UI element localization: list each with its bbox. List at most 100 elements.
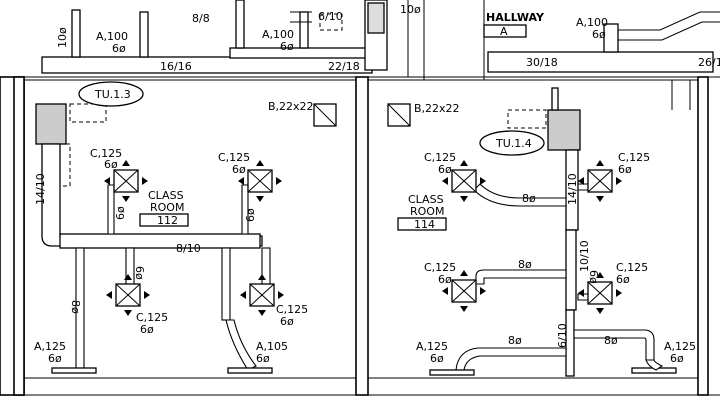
branch-mid	[235, 0, 245, 49]
return-grille-b-right	[387, 103, 411, 127]
label-r2-c4-sub: 6ø	[616, 273, 630, 286]
room-112-ductwork	[35, 103, 273, 374]
label-room1-name-l2: ROOM	[150, 201, 184, 214]
label-r1-c3: C,125	[136, 311, 168, 324]
label-top-a100-mid: A,100	[262, 28, 294, 41]
diffuser-r1-c3	[106, 274, 150, 316]
label-r1-14-10: 14/10	[34, 173, 47, 205]
branch-a100-left	[139, 11, 149, 58]
label-26-1: 26/1	[698, 56, 720, 69]
label-room1-number: 112	[157, 214, 178, 227]
label-8-10: 8/10	[176, 242, 201, 255]
label-r1-6o-a: 6ø	[114, 206, 127, 220]
label-r2-8o-a: 8ø	[522, 192, 536, 205]
label-16-16: 16/16	[160, 60, 192, 73]
label-r1-a105-sub: 6ø	[256, 352, 270, 365]
label-r2-a125-left-sub: 6ø	[430, 352, 444, 365]
label-b-left: B,22x22	[268, 100, 314, 113]
riser-r2-6-10	[565, 309, 575, 377]
label-r1-c3-sub: 6ø	[140, 323, 154, 336]
label-r1-c2-sub: 6ø	[232, 163, 246, 176]
label-r2-8o-d: 8ø	[604, 334, 618, 347]
label-r2-8o-b: 8ø	[518, 258, 532, 271]
label-r1-8o: 8ø	[69, 300, 82, 314]
left-wall-inner	[13, 76, 25, 396]
label-r2-c4: C,125	[616, 261, 648, 274]
label-r2-c3-sub: 6ø	[438, 273, 452, 286]
walls	[0, 0, 720, 396]
hallway-tag-box	[483, 24, 527, 38]
trunk-22-18-top	[229, 47, 371, 59]
label-r2-c3: C,125	[424, 261, 456, 274]
diffuser-r2-c2	[578, 160, 622, 202]
label-r2-a125-left: A,125	[416, 340, 448, 353]
label-r2-8o-c: 8ø	[508, 334, 522, 347]
corridor-ductwork	[41, 0, 720, 74]
label-r2-14-10: 14/10	[566, 173, 579, 205]
main-duct-8-10	[59, 233, 261, 249]
label-r2-a125-right-sub: 6ø	[670, 352, 684, 365]
label-r1-6o-b: 6ø	[133, 266, 146, 280]
label-r2-6-10: 6/10	[556, 323, 569, 348]
right-wall	[697, 76, 709, 396]
label-8-8: 8/8	[192, 12, 210, 25]
tag-tu-1-4	[479, 130, 545, 156]
tag-tu-1-3	[78, 81, 144, 107]
diffuser-r2-c4	[578, 272, 622, 314]
trunk-30-18	[487, 51, 714, 73]
diffuser-r1-c2	[238, 160, 282, 202]
label-r1-c2: C,125	[218, 151, 250, 164]
diffuser-r2-c3	[442, 270, 486, 312]
diffusers-room-112	[104, 103, 337, 316]
label-22-18: 22/18	[328, 60, 360, 73]
diffuser-r2-c1	[442, 160, 486, 202]
label-top-a100-left-sub: 6ø	[112, 42, 126, 55]
label-top-a100-mid-sub: 6ø	[280, 40, 294, 53]
label-r1-c1: C,125	[90, 147, 122, 160]
diffusers-room-114	[387, 103, 622, 314]
label-r2-a125-right: A,125	[664, 340, 696, 353]
label-top-a100-left: A,100	[96, 30, 128, 43]
label-r1-c4: C,125	[276, 303, 308, 316]
label-b-right: B,22x22	[414, 102, 460, 115]
label-top-10o-left: 10ø	[56, 27, 69, 48]
label-6-10: 6/10	[318, 10, 343, 23]
terminal-unit-tu-1-4	[547, 109, 581, 151]
diffuser-r1-c1	[104, 160, 148, 202]
label-r1-c1-sub: 6ø	[104, 158, 118, 171]
label-r1-c4-sub: 6ø	[280, 315, 294, 328]
label-room2-number: 114	[414, 218, 435, 231]
room-114-ductwork	[429, 87, 677, 377]
branch-a100-right	[603, 23, 619, 53]
label-r2-c2: C,125	[618, 151, 650, 164]
label-room1-name-l1: CLASS	[148, 189, 184, 202]
party-wall	[355, 76, 369, 396]
label-r2-c1-sub: 6ø	[438, 163, 452, 176]
terminal-unit-tu-1-3	[35, 103, 67, 145]
label-30-18: 30/18	[526, 56, 558, 69]
label-top-a100-right-sub: 6ø	[592, 28, 606, 41]
diffuser-r1-c4	[240, 274, 284, 316]
label-hallway: HALLWAY	[486, 11, 545, 24]
label-top-10o-right: 10ø	[400, 3, 421, 16]
label-r2-c1: C,125	[424, 151, 456, 164]
label-r2-10-10: 10/10	[578, 240, 591, 272]
label-r1-a125: A,125	[34, 340, 66, 353]
trunk-16-16	[41, 56, 373, 74]
branch-10o-left	[71, 9, 81, 58]
label-r1-a125-sub: 6ø	[48, 352, 62, 365]
label-r2-c2-sub: 6ø	[618, 163, 632, 176]
riser-r2-10-10	[565, 229, 577, 311]
label-r1-a105: A,105	[256, 340, 288, 353]
label-tu-1-3: TU.1.3	[94, 88, 131, 101]
return-grille-b-left	[313, 103, 337, 127]
room2-number-box	[397, 217, 447, 231]
label-r1-6o-c: 6ø	[244, 208, 257, 222]
branch-a100-mid	[299, 11, 309, 49]
label-room2-name-l1: CLASS	[408, 193, 444, 206]
label-hallway-tag: A	[500, 25, 508, 38]
room1-number-box	[139, 213, 189, 227]
label-tu-1-4: TU.1.4	[495, 137, 532, 150]
label-room2-name-l2: ROOM	[410, 205, 444, 218]
